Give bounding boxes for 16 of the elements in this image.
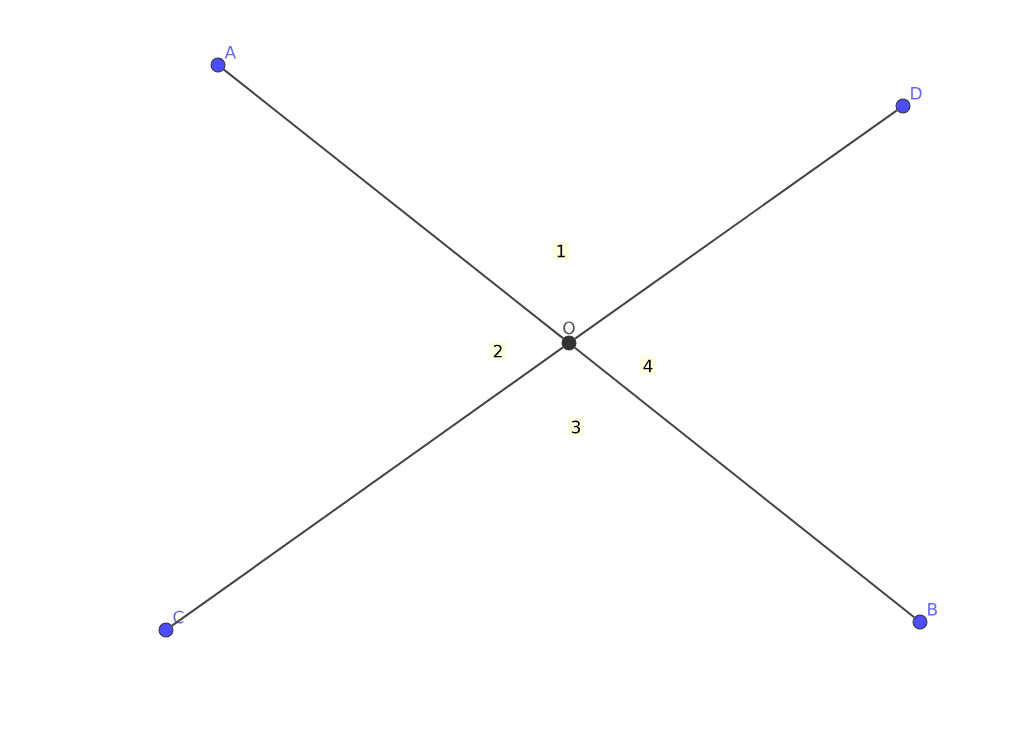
angle-number: 3 [567, 417, 585, 437]
line-segment [574, 109, 898, 340]
point: O [561, 321, 577, 351]
line-segment [222, 68, 565, 340]
angle-number: 2 [489, 341, 507, 361]
node-label: A [224, 46, 236, 59]
point: B [912, 603, 937, 630]
line-segment [171, 346, 564, 627]
node-label: O [563, 321, 575, 335]
node-label: B [928, 603, 937, 616]
line-segment [573, 346, 916, 619]
angle-number: 1 [552, 241, 570, 261]
node-label: D [911, 87, 922, 100]
point: D [895, 87, 922, 114]
point: A [210, 46, 236, 73]
angle-number: 4 [639, 356, 657, 376]
